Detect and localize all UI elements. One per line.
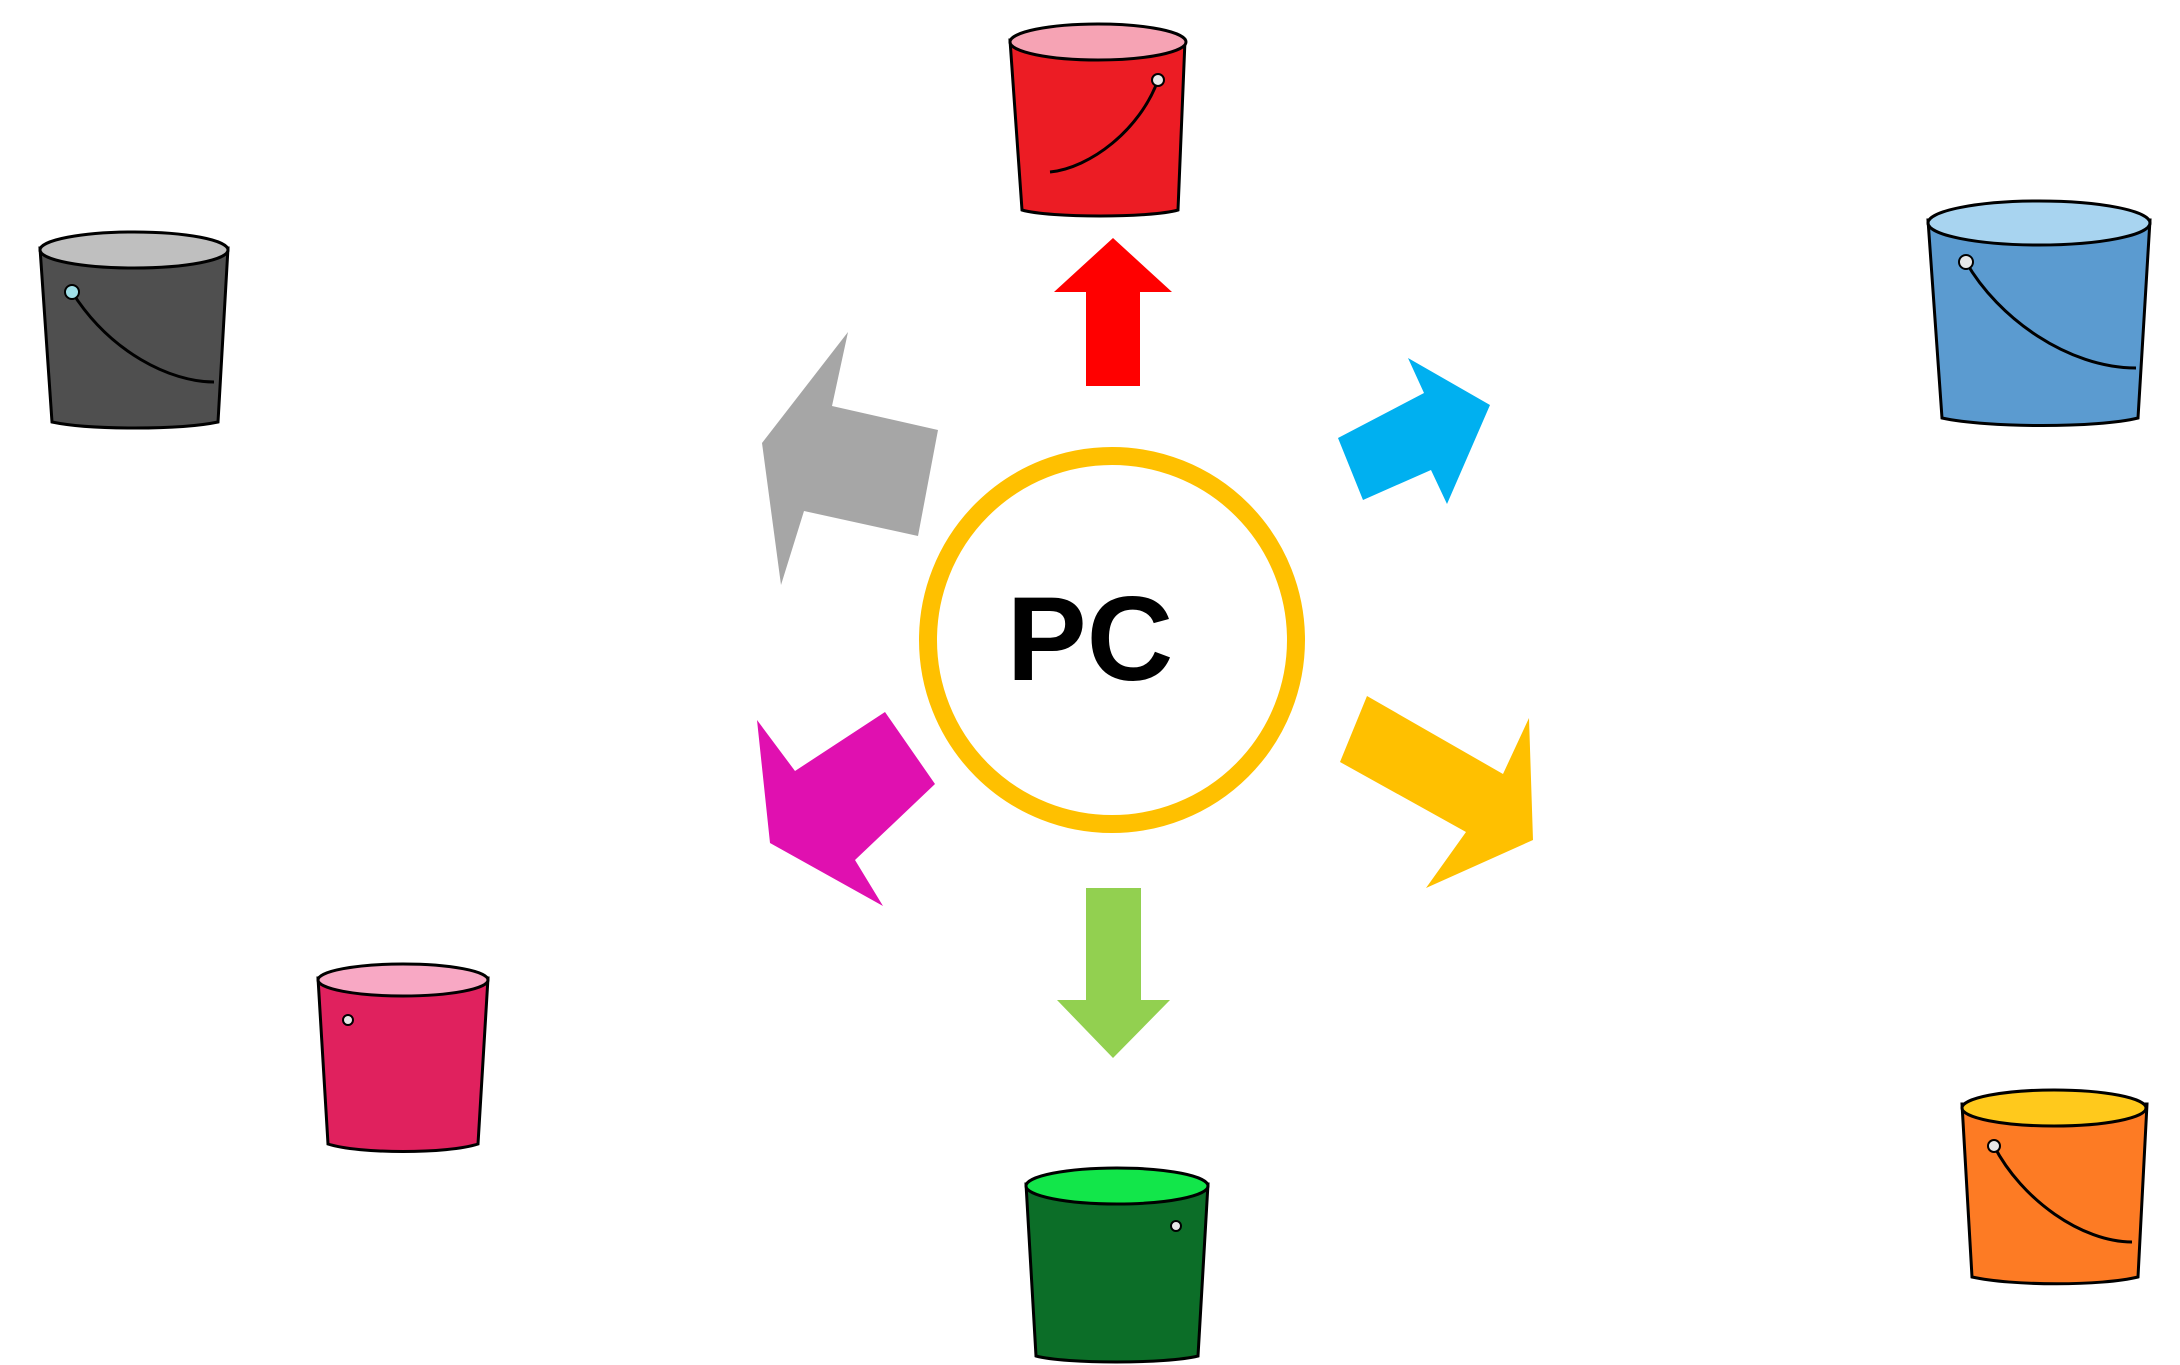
bucket-gray-handle — [70, 291, 215, 384]
bucket-red-body — [1008, 38, 1187, 218]
bucket-orange-body — [1960, 1102, 2149, 1286]
bucket-orange-rim — [1960, 1088, 2148, 1128]
bucket-pink-rim — [316, 962, 490, 998]
bucket-orange — [1960, 1088, 2149, 1286]
bucket-red-handle — [1049, 79, 1160, 174]
bucket-gray-body — [38, 246, 230, 430]
bucket-pink-handle-knob — [342, 1014, 354, 1026]
bucket-blue — [1926, 199, 2152, 427]
bucket-green — [1024, 1166, 1210, 1364]
bucket-pink — [316, 962, 490, 1153]
arrow-down-green — [1057, 888, 1170, 1058]
bucket-blue-body — [1926, 218, 2152, 427]
arrow-up-red — [1054, 238, 1172, 386]
bucket-red — [1008, 22, 1188, 218]
bucket-blue-rim — [1926, 199, 2152, 247]
bucket-blue-handle-knob — [1958, 254, 1974, 270]
bucket-gray — [38, 230, 230, 430]
bucket-red-handle-knob — [1151, 73, 1165, 87]
bucket-orange-handle-knob — [1987, 1139, 2001, 1153]
pc-label: PC — [1007, 572, 1174, 706]
bucket-blue-handle — [1964, 261, 2137, 370]
bucket-green-handle-knob — [1170, 1220, 1182, 1232]
arrow-downleft-magenta — [757, 712, 935, 906]
bucket-gray-rim — [38, 230, 230, 270]
arrow-downright-yellow — [1340, 696, 1533, 888]
pc-ring — [919, 447, 1305, 833]
bucket-green-rim — [1024, 1166, 1210, 1206]
bucket-green-body — [1024, 1182, 1210, 1364]
bucket-gray-handle-knob — [64, 284, 80, 300]
bucket-red-rim — [1008, 22, 1188, 62]
arrow-upleft-gray — [762, 332, 938, 585]
arrow-upright-blue — [1338, 358, 1490, 504]
bucket-pink-body — [316, 976, 490, 1153]
bucket-orange-handle — [1992, 1145, 2133, 1244]
